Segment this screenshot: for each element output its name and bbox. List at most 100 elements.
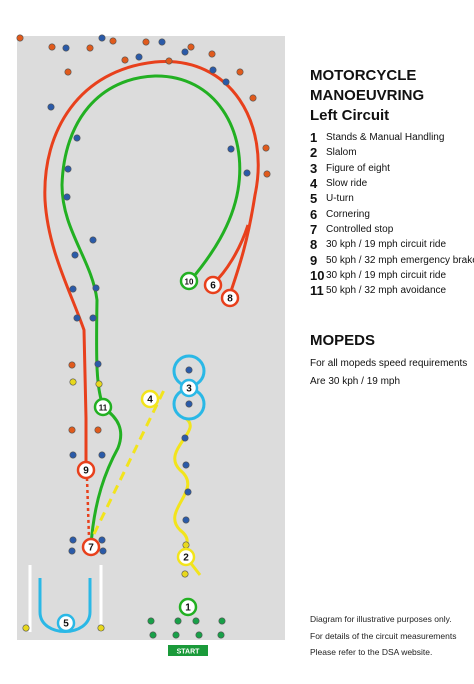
marker-circle	[56, 613, 76, 633]
cone	[174, 617, 182, 625]
legend-num: 7	[310, 221, 318, 237]
cone	[249, 94, 257, 102]
cone	[227, 145, 235, 153]
marker-circle	[93, 397, 113, 417]
marker-3: 3	[179, 378, 199, 398]
cone	[142, 38, 150, 46]
legend-num: 8	[310, 237, 318, 253]
cone	[89, 236, 97, 244]
cone	[86, 44, 94, 52]
cone	[209, 66, 217, 74]
marker-label: 8	[227, 294, 233, 305]
legend-item: 3 Figure of eight	[310, 161, 474, 176]
legend-text: 50 kph / 32 mph avoidance	[326, 285, 447, 297]
marker-circle	[220, 288, 240, 308]
legend-text: Cornering	[326, 208, 370, 220]
legend-item: 2 Slalom	[310, 145, 474, 160]
legend-text: Figure of eight	[326, 162, 390, 174]
cone	[181, 434, 189, 442]
title-line-1: MOTORCYCLE	[310, 67, 417, 84]
cone	[73, 314, 81, 322]
cone	[97, 624, 105, 632]
marker-11: 11	[93, 397, 113, 417]
footnote-line-2: For details of the circuit measurements	[310, 631, 457, 641]
marker-7: 7	[81, 537, 101, 557]
cone	[172, 631, 180, 639]
marker-circle	[178, 597, 198, 617]
marker-10: 10	[179, 271, 199, 291]
cone	[184, 488, 192, 496]
cone	[263, 170, 271, 178]
marker-circle	[176, 547, 196, 567]
cone	[121, 56, 129, 64]
cone	[109, 37, 117, 45]
cone	[147, 617, 155, 625]
marker-circle	[81, 537, 101, 557]
cone	[69, 536, 77, 544]
cone	[181, 48, 189, 56]
marker-label: 11	[99, 404, 108, 413]
cone	[185, 366, 193, 374]
cone	[99, 547, 107, 555]
cone	[98, 451, 106, 459]
marker-6: 6	[203, 275, 223, 295]
start-label: START	[177, 649, 201, 656]
cone	[69, 378, 77, 386]
cone	[94, 360, 102, 368]
cone	[69, 285, 77, 293]
marker-4: 4	[140, 389, 160, 409]
cone	[185, 400, 193, 408]
cone	[181, 570, 189, 578]
legend-text: U-turn	[326, 193, 354, 205]
marker-circle	[179, 271, 199, 291]
marker-label: 10	[185, 278, 194, 287]
marker-label: 6	[210, 281, 216, 292]
mopeds-line-1: For all mopeds speed requirements	[310, 358, 468, 369]
marker-circle	[179, 378, 199, 398]
marker-circle	[140, 389, 160, 409]
green-route	[60, 74, 242, 547]
legend-text: Stands & Manual Handling	[326, 132, 445, 144]
cone	[182, 516, 190, 524]
cone	[165, 57, 173, 65]
cone	[95, 380, 103, 388]
legend-num: 2	[310, 145, 318, 161]
cone	[68, 547, 76, 555]
cone	[149, 631, 157, 639]
cone	[195, 631, 203, 639]
legend-num: 3	[310, 160, 318, 176]
cone	[218, 617, 226, 625]
cone	[16, 34, 24, 42]
title-line-2: MANOEUVRING	[310, 87, 425, 104]
cone	[64, 165, 72, 173]
footnote-line-1: Diagram for illustrative purposes only.	[310, 614, 452, 624]
legend-text: Slow ride	[326, 178, 368, 190]
cone	[94, 426, 102, 434]
cone	[236, 68, 244, 76]
legend-text: 30 kph / 19 mph circuit ride	[326, 239, 447, 251]
legend-num: 10	[310, 267, 325, 283]
cone	[62, 44, 70, 52]
cone	[187, 43, 195, 51]
legend-text: Slalom	[326, 147, 357, 159]
marker-label: 5	[63, 619, 69, 630]
mopeds-heading: MOPEDS	[310, 332, 376, 349]
cone	[48, 43, 56, 51]
cone	[68, 361, 76, 369]
footnote-line-3: Please refer to the DSA website.	[310, 647, 433, 657]
marker-8: 8	[220, 288, 240, 308]
marker-label: 1	[185, 603, 191, 614]
cone	[73, 134, 81, 142]
cone	[47, 103, 55, 111]
red-route	[43, 60, 260, 470]
cone	[208, 50, 216, 58]
marker-label: 7	[88, 543, 94, 554]
cone	[182, 461, 190, 469]
